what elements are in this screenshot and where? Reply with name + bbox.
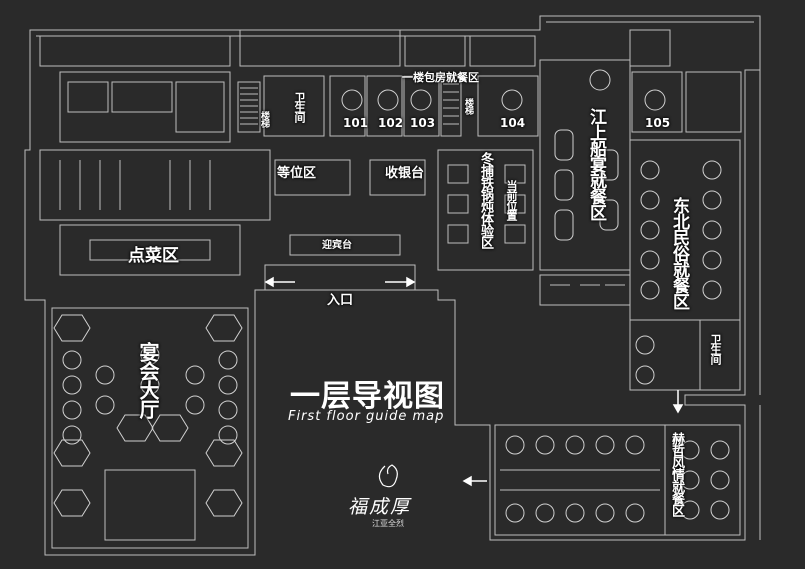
room-104-label: 104	[500, 116, 526, 130]
brand-logo: 福成厚 江亚全烈	[330, 462, 460, 532]
room-101-label: 101	[343, 116, 369, 130]
brand-name: 福成厚	[348, 496, 412, 518]
label-ordering-area: 点菜区	[128, 246, 179, 266]
label-entrance: 入口	[327, 293, 354, 308]
label-restroom-right: 卫生间	[709, 334, 722, 364]
map-subtitle: First floor guide map	[288, 409, 445, 424]
label-waiting-area: 等位区	[277, 166, 317, 181]
label-banquet-hall: 宴会大厅	[136, 342, 160, 418]
room-103-label: 103	[410, 116, 436, 130]
label-reception: 迎宾台	[322, 240, 352, 251]
room-102-label: 102	[378, 116, 404, 130]
room-105-label: 105	[645, 116, 671, 130]
label-hezhe-area: 赫哲风情就餐区	[669, 432, 684, 516]
map-title: 一层导视图	[290, 379, 445, 414]
label-current-position: 当前位置	[505, 180, 518, 220]
label-private-rooms-area: 一楼包房就餐区	[402, 71, 479, 84]
label-stairs-right: 楼梯	[463, 98, 473, 114]
label-ice-fishing-area: 冬捕铁锅炖体验区	[478, 152, 493, 248]
label-river-boat-area: 江上船宴就餐区	[586, 108, 606, 220]
label-cashier: 收银台	[385, 166, 425, 181]
brand-tagline: 江亚全烈	[372, 519, 404, 528]
label-restroom-top: 卫生间	[293, 92, 306, 122]
label-stairs-left: 楼梯	[259, 111, 269, 127]
label-northeast-folk-area: 东北民俗就餐区	[669, 197, 689, 309]
